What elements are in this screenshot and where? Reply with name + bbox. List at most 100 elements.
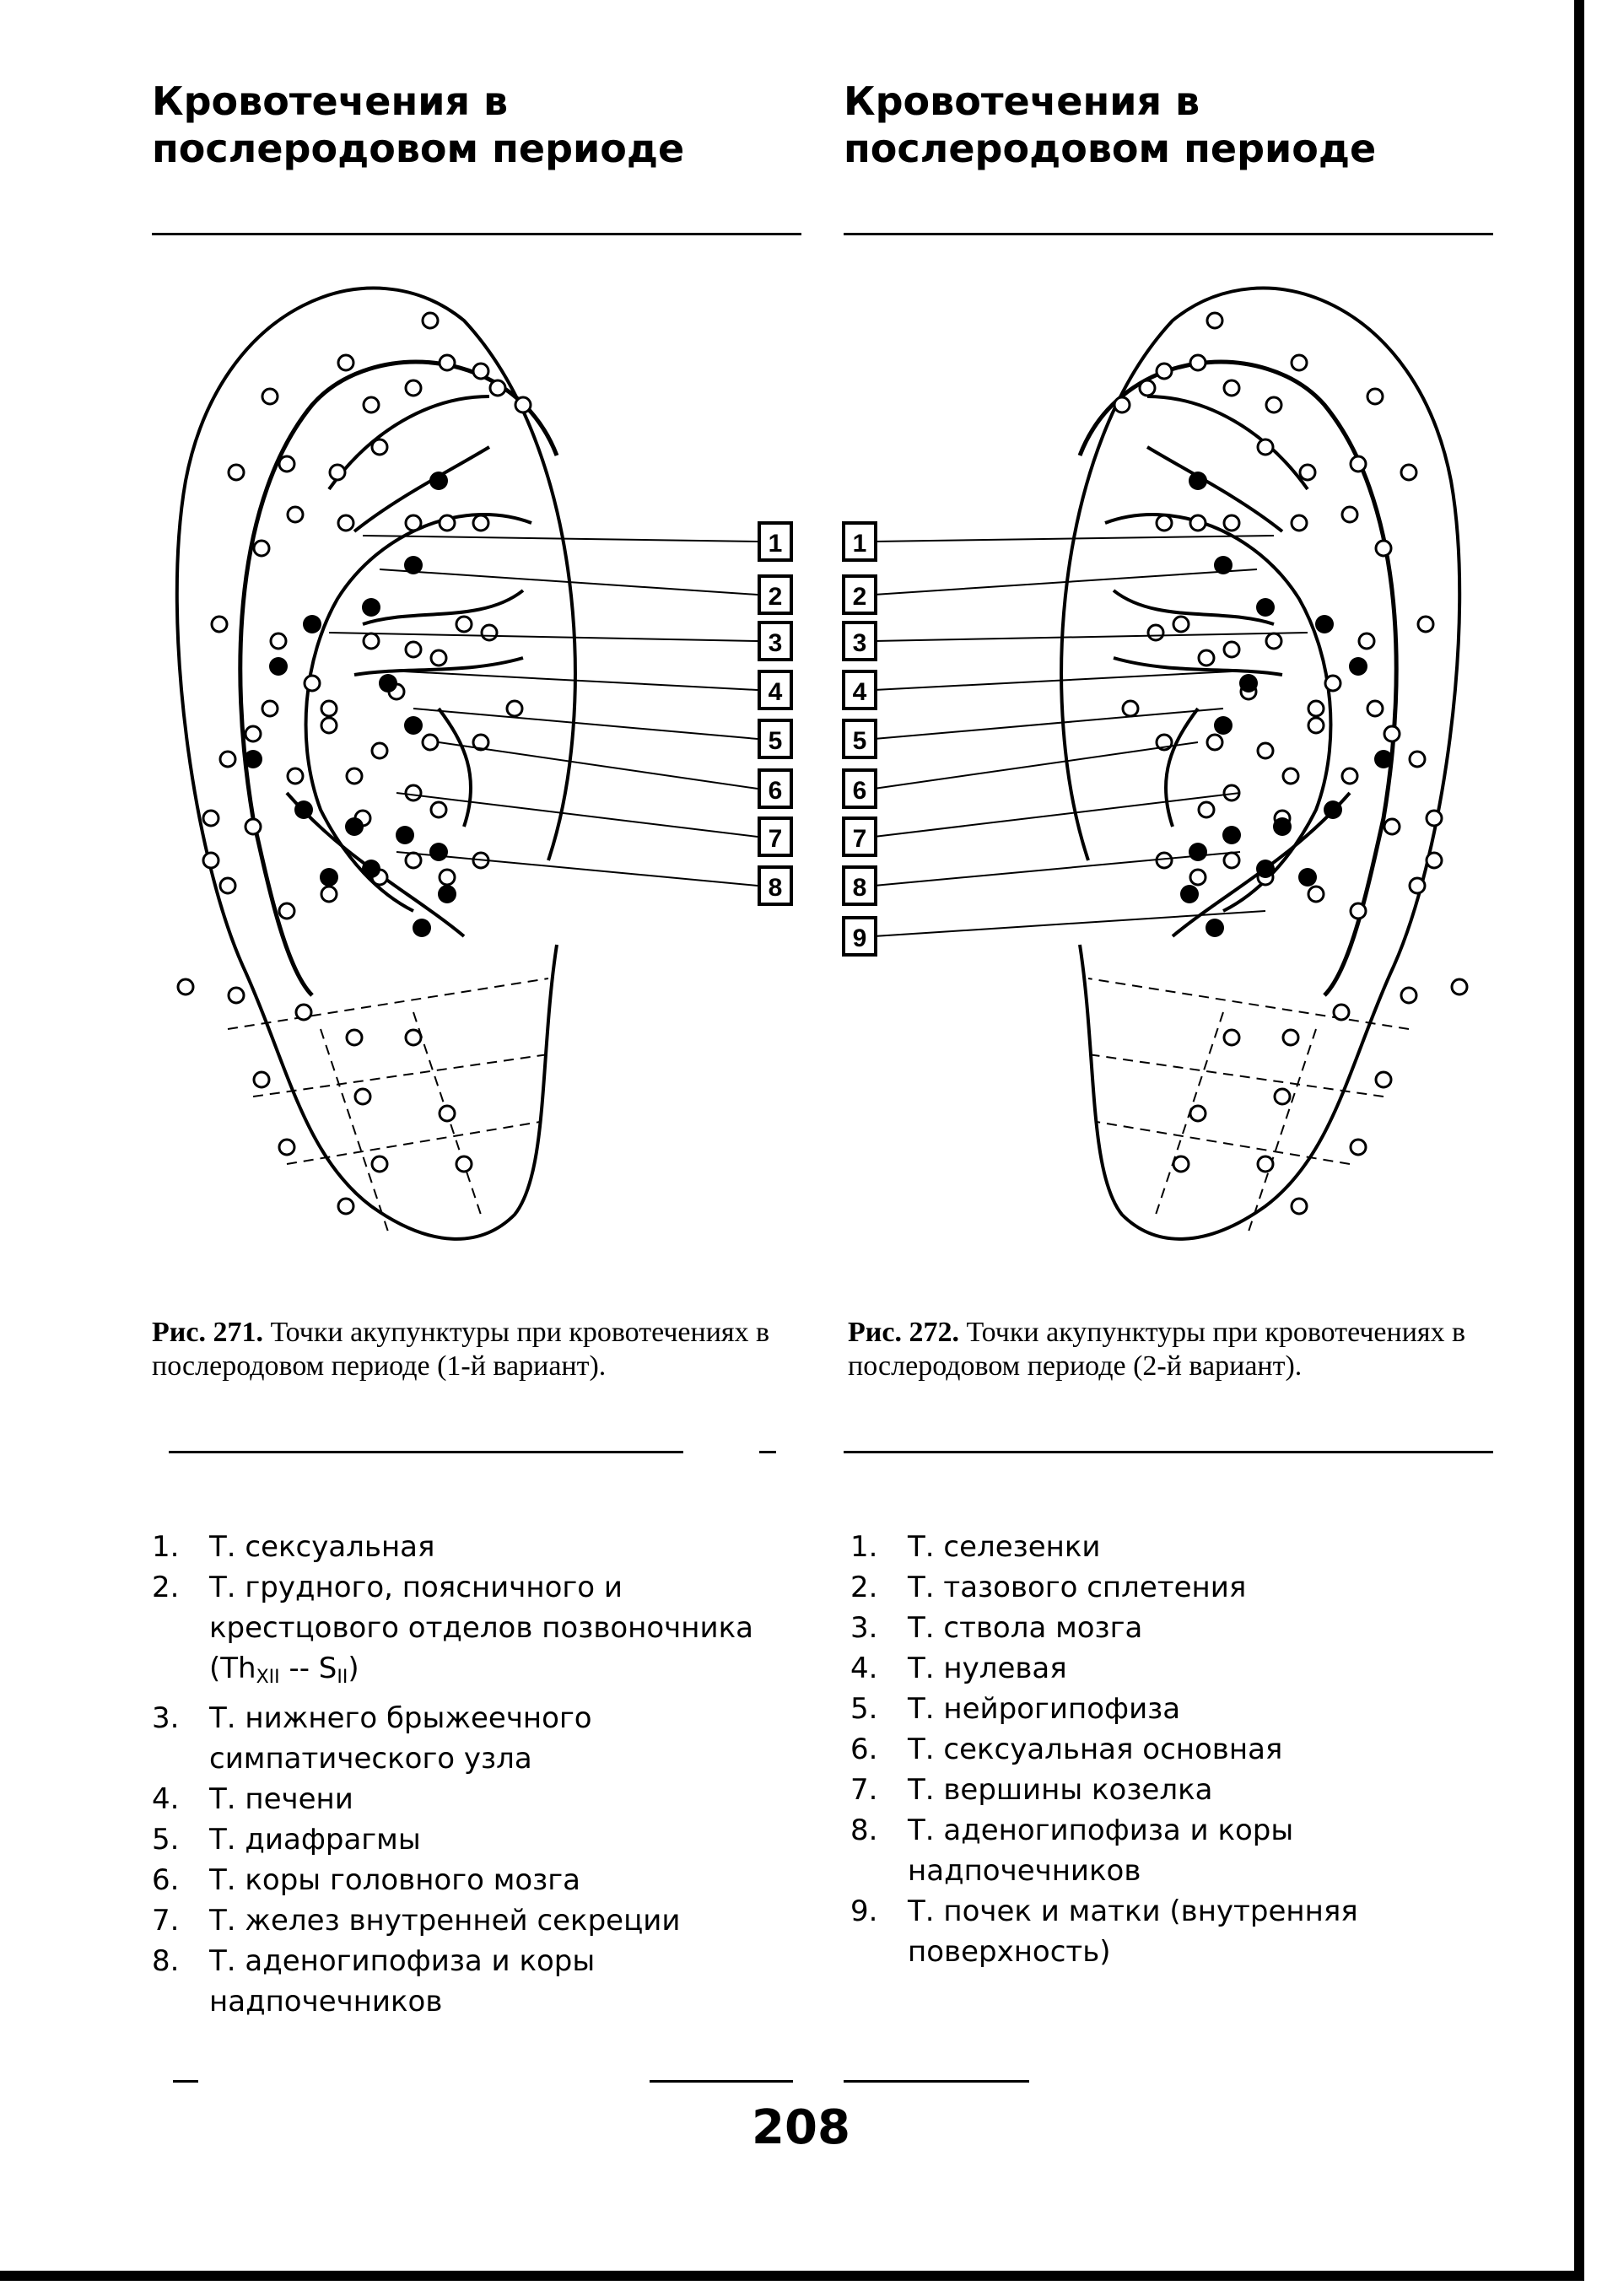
acupoint-open <box>1265 396 1283 414</box>
callout-number: 2 <box>853 583 867 611</box>
legend-text: Т. аденогипофиза и коры надпочечников <box>209 1944 596 2018</box>
acupoint-open <box>278 902 296 920</box>
callout-number: 7 <box>769 825 783 853</box>
acupoint-open <box>252 1070 271 1089</box>
callout-box <box>758 817 793 857</box>
legend-text: Т. грудного, поясничного и крестцового о… <box>209 1571 753 1645</box>
acupoint-open <box>1366 699 1384 718</box>
callout-box <box>758 768 793 809</box>
callout-number: 7 <box>853 825 867 853</box>
callout-box <box>842 521 877 562</box>
acupoint-open <box>345 1028 364 1047</box>
legend-text: Т. вершины козелка <box>908 1773 1213 1807</box>
callout-number: 4 <box>853 678 867 706</box>
acupoint-solid <box>379 674 397 693</box>
figure-caption-left: Рис. 271. Точки акупунктуры при кровотеч… <box>152 1316 801 1383</box>
acupoint-open <box>1281 767 1300 785</box>
acupoint-open <box>244 725 262 743</box>
figure-caption-text: Точки акупунктуры при кровотечениях в по… <box>848 1317 1466 1382</box>
acupoint-open <box>1340 767 1359 785</box>
callout-number: 8 <box>769 874 783 902</box>
callout-number: 3 <box>853 629 867 657</box>
legend-number: 6. <box>850 1733 878 1766</box>
acupoint-open <box>1349 1138 1367 1156</box>
acupoint-solid <box>396 826 414 844</box>
acupoint-open <box>362 396 380 414</box>
legend-item: 7.Т. вершины козелка <box>850 1770 1491 1810</box>
acupoint-open <box>294 1003 313 1021</box>
legend-number: 3. <box>152 1701 180 1735</box>
acupoint-open <box>1374 1070 1393 1089</box>
acupoint-open <box>210 615 229 633</box>
acupoint-open <box>1400 463 1418 482</box>
acupoint-open <box>1324 674 1342 693</box>
acupoint-open <box>1146 623 1165 642</box>
callout-leader <box>873 632 1308 642</box>
legend-item: 6.Т. сексуальная основная <box>850 1729 1491 1770</box>
acupoint-solid <box>362 598 380 617</box>
callout-leader <box>873 741 1199 790</box>
acupoint-open <box>404 640 423 659</box>
acupoint-solid <box>362 860 380 878</box>
acupoint-solid <box>1349 657 1367 676</box>
acupoint-open <box>1222 851 1241 870</box>
legend-item: 5.Т. нейрогипофиза <box>850 1689 1491 1729</box>
acupoint-open <box>1189 868 1207 887</box>
legend-formula: (ThXII -- SII) <box>209 1648 793 1698</box>
ear-outline-mirrored <box>1060 286 1462 1241</box>
acupoint-open <box>1138 379 1157 397</box>
acupoint-open <box>429 649 448 667</box>
acupoint-open <box>1273 1087 1292 1106</box>
callout-box <box>842 817 877 857</box>
acupoint-open <box>337 1197 355 1215</box>
acupoint-open <box>1408 876 1427 895</box>
legend-item: 8.Т. аденогипофиза и коры надпочечников <box>850 1810 1491 1891</box>
acupoint-open <box>1425 851 1443 870</box>
acupoint-open <box>1400 986 1418 1005</box>
callout-leader <box>873 910 1266 937</box>
acupoint-open <box>1383 725 1401 743</box>
legend-text: Т. аденогипофиза и коры надпочечников <box>908 1814 1294 1888</box>
page-frame-right <box>1574 0 1584 2277</box>
legend-number: 9. <box>850 1894 878 1928</box>
acupoint-solid <box>1324 800 1342 819</box>
acupoint-open <box>1197 649 1216 667</box>
acupoint-open <box>328 463 347 482</box>
acupoint-solid <box>1256 860 1275 878</box>
callout-number: 2 <box>769 583 783 611</box>
callout-box <box>842 865 877 906</box>
legend-text: Т. нулевая <box>908 1652 1067 1685</box>
callout-number: 6 <box>853 777 867 805</box>
acupoint-open <box>202 809 220 827</box>
acupoint-open <box>1450 978 1469 996</box>
acupoint-open <box>1189 1104 1207 1123</box>
acupoint-open <box>404 379 423 397</box>
acupoint-solid <box>345 817 364 836</box>
figure-label: Рис. 271. <box>152 1317 263 1348</box>
acupoint-solid <box>303 615 321 633</box>
acupoint-open <box>404 514 423 532</box>
callout-box <box>758 719 793 759</box>
acupoint-open <box>1265 632 1283 650</box>
acupoint-open <box>438 868 456 887</box>
acupoint-open <box>404 851 423 870</box>
caption-rule-right <box>844 1451 1493 1453</box>
acupoint-open <box>1307 699 1325 718</box>
ear-outline <box>175 286 577 1241</box>
acupoint-open <box>505 699 524 718</box>
acupoint-open <box>455 1155 473 1173</box>
acupoint-open <box>1222 640 1241 659</box>
acupoint-open <box>1307 885 1325 903</box>
formula-part: II <box>337 1667 348 1688</box>
figure-caption-text: Точки акупунктуры при кровотечениях в по… <box>152 1317 770 1382</box>
callout-leader <box>873 670 1249 691</box>
callout-leader <box>873 792 1241 838</box>
acupoint-solid <box>294 800 313 819</box>
acupoint-open <box>362 632 380 650</box>
acupoint-open <box>261 387 279 406</box>
acupoint-open <box>1425 809 1443 827</box>
acupoint-open <box>421 733 440 752</box>
legend-number: 4. <box>152 1782 180 1816</box>
legend-text: Т. почек и матки (внутренняя поверхность… <box>908 1894 1358 1969</box>
